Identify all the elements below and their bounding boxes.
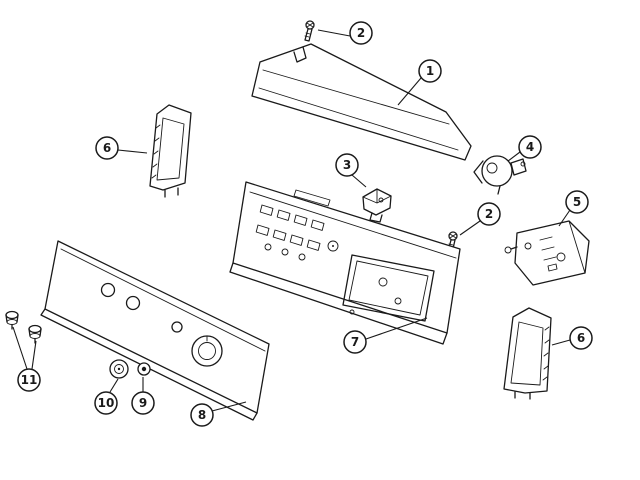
svg-text:1: 1	[426, 64, 434, 78]
svg-text:6: 6	[103, 141, 111, 155]
callout-3: 3	[335, 153, 359, 177]
leader-lines	[12, 29, 571, 412]
part-10-knob	[109, 359, 129, 379]
svg-text:8: 8	[198, 408, 206, 422]
part-2-screw-top	[304, 20, 315, 42]
callout-6-right: 6	[569, 326, 593, 350]
svg-text:2: 2	[357, 26, 365, 40]
callout-6-left: 6	[95, 136, 119, 160]
callout-10: 10	[94, 391, 118, 415]
callout-8: 8	[190, 403, 214, 427]
part-5-timer	[504, 220, 590, 286]
callout-9: 9	[131, 391, 155, 415]
part-9-button	[137, 362, 151, 376]
part-8-front-panel	[40, 240, 270, 421]
part-6-endcap-left	[149, 104, 192, 198]
svg-text:4: 4	[526, 140, 534, 154]
svg-text:6: 6	[577, 331, 585, 345]
part-1-console-cover	[251, 43, 472, 161]
part-4-buzzer	[473, 155, 527, 195]
svg-text:10: 10	[98, 396, 115, 410]
callout-7: 7	[343, 330, 367, 354]
svg-text:2: 2	[485, 207, 493, 221]
callout-4: 4	[518, 135, 542, 159]
callout-11: 11	[17, 368, 41, 392]
svg-text:3: 3	[343, 158, 351, 172]
svg-text:7: 7	[351, 335, 359, 349]
svg-text:11: 11	[21, 373, 38, 387]
part-6-endcap-right	[503, 307, 552, 400]
callout-1: 1	[418, 59, 442, 83]
svg-text:5: 5	[573, 195, 581, 209]
callout-5: 5	[565, 190, 589, 214]
svg-text:9: 9	[139, 396, 147, 410]
part-7-control-panel	[229, 181, 461, 345]
callout-2-right: 2	[477, 202, 501, 226]
part-3-switch	[362, 188, 392, 223]
callout-2-top: 2	[349, 21, 373, 45]
part-11-clips	[5, 310, 42, 344]
